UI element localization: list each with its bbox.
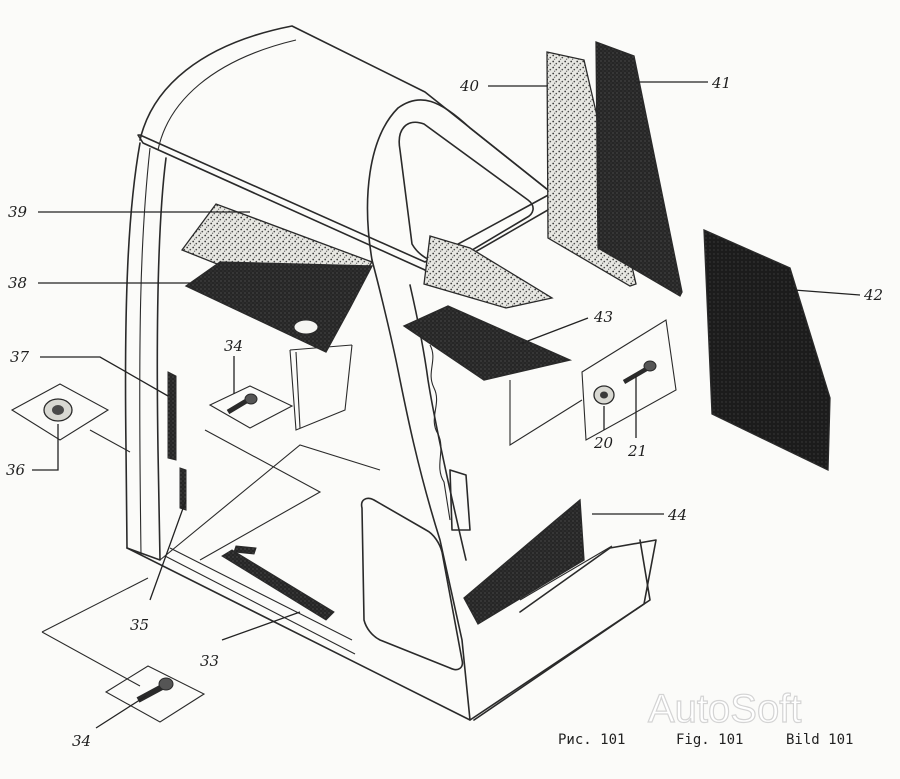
door-window xyxy=(398,121,534,265)
sill-strip-33 xyxy=(221,549,335,621)
callout-38: 38 xyxy=(8,274,27,292)
inset-20-21 xyxy=(581,319,677,441)
callout-34-upper: 34 xyxy=(224,337,243,355)
bolt-34-upper xyxy=(226,393,258,415)
watermark: AutoSoft xyxy=(648,687,801,731)
screw-21 xyxy=(622,360,657,384)
callout-44: 44 xyxy=(667,506,687,524)
side-ceiling-panel xyxy=(423,235,554,309)
strip-35 xyxy=(179,467,187,511)
callout-34-lower: 34 xyxy=(72,732,91,750)
floor-panel-44 xyxy=(463,498,585,625)
ceiling-panel-38 xyxy=(184,261,374,353)
nut-36 xyxy=(43,398,73,422)
caption-ru: Рис. 101 xyxy=(558,732,625,748)
rear-panel-41 xyxy=(595,41,683,297)
callout-36: 36 xyxy=(6,461,26,479)
caption-de: Bild 101 xyxy=(786,732,853,748)
callout-43: 43 xyxy=(593,308,613,326)
break-line xyxy=(429,344,451,521)
inset-34-lower xyxy=(104,665,206,723)
panel-hole xyxy=(293,319,319,335)
inner-rear-frame xyxy=(289,344,353,431)
side-panel-42 xyxy=(703,228,831,472)
callout-21: 21 xyxy=(627,442,647,460)
inset-36 xyxy=(10,383,110,441)
callout-37: 37 xyxy=(10,348,30,366)
callout-35: 35 xyxy=(130,616,149,634)
callout-41: 41 xyxy=(711,74,731,92)
cab-roof xyxy=(139,25,549,191)
callout-40: 40 xyxy=(459,77,480,95)
inset-34-upper xyxy=(208,385,294,429)
left-door-frame xyxy=(124,142,167,561)
callout-39: 39 xyxy=(8,203,28,221)
callout-42: 42 xyxy=(863,286,883,304)
cab-body xyxy=(124,25,651,721)
callout-33: 33 xyxy=(200,652,219,670)
callout-20: 20 xyxy=(593,434,614,452)
washer-20 xyxy=(593,385,615,405)
leader-lines xyxy=(32,81,861,729)
right-door-frame xyxy=(366,99,549,261)
bolt-34-lower xyxy=(136,677,174,703)
door-lower-panel xyxy=(360,497,464,671)
strip-37 xyxy=(167,371,177,461)
panel-43 xyxy=(402,305,573,381)
sill-tab xyxy=(233,545,257,555)
caption-en: Fig. 101 xyxy=(676,732,743,748)
